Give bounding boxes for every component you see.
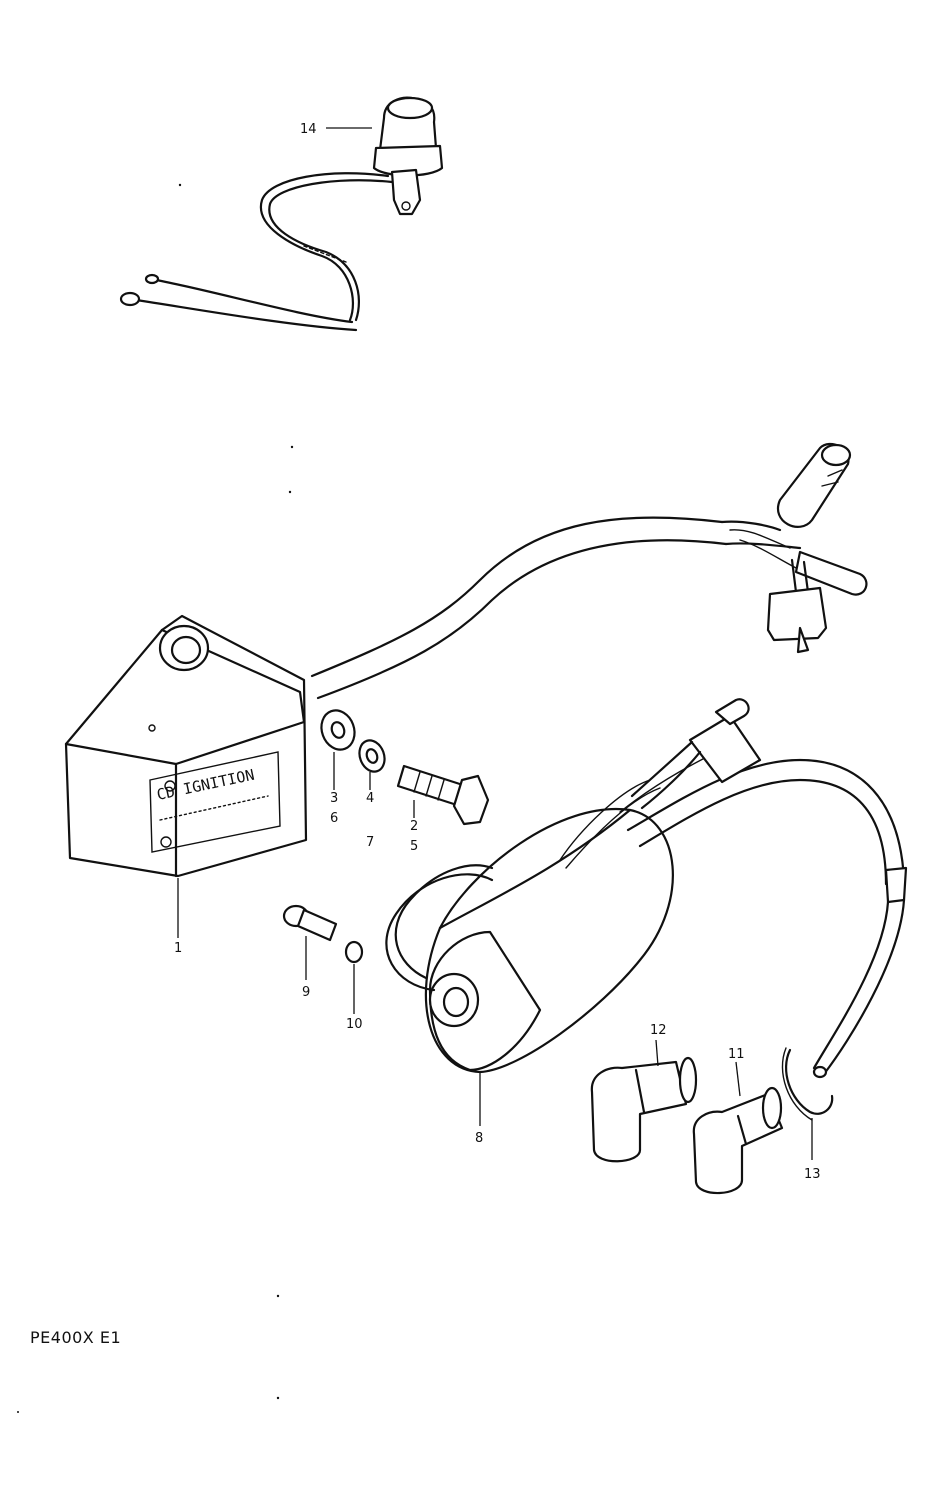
callout-4[interactable]: 4: [366, 791, 374, 806]
plug-cap-part-11[interactable]: [692, 1086, 784, 1195]
model-code: PE400X E1: [30, 1328, 121, 1347]
screw-part-9[interactable]: [282, 904, 338, 942]
lock-washer-part-4-7[interactable]: [355, 737, 388, 775]
callout-12[interactable]: 12: [650, 1023, 667, 1038]
cdi-wiring-harness[interactable]: [310, 442, 868, 700]
callout-numbers: 14 1 3 6 4 7 2 5 9 10 8 12 11 13: [174, 122, 821, 1182]
callout-2[interactable]: 2: [410, 819, 418, 834]
plug-cap-part-12[interactable]: [590, 1056, 698, 1163]
callout-14[interactable]: 14: [300, 122, 317, 137]
callout-8[interactable]: 8: [475, 1131, 483, 1146]
callout-5[interactable]: 5: [410, 839, 418, 854]
cdi-unit-part-1[interactable]: CD IGNITION: [64, 614, 308, 878]
callout-leaders: [177, 127, 813, 1160]
callout-7[interactable]: 7: [366, 835, 374, 850]
callout-3[interactable]: 3: [330, 791, 338, 806]
bolt-part-2-5[interactable]: [396, 764, 490, 826]
callout-1[interactable]: 1: [174, 941, 182, 956]
callout-11[interactable]: 11: [728, 1047, 745, 1062]
kill-switch-part-14[interactable]: [119, 96, 444, 332]
callout-10[interactable]: 10: [346, 1017, 363, 1032]
washer-part-10[interactable]: [344, 940, 364, 964]
washer-part-3-6[interactable]: [316, 706, 360, 755]
callout-13[interactable]: 13: [804, 1167, 821, 1182]
callout-6[interactable]: 6: [330, 811, 338, 826]
callout-9[interactable]: 9: [302, 985, 310, 1000]
band-part-13[interactable]: [781, 1047, 834, 1121]
ignition-coil-part-8[interactable]: [385, 698, 908, 1079]
scan-specks: [17, 183, 294, 1413]
